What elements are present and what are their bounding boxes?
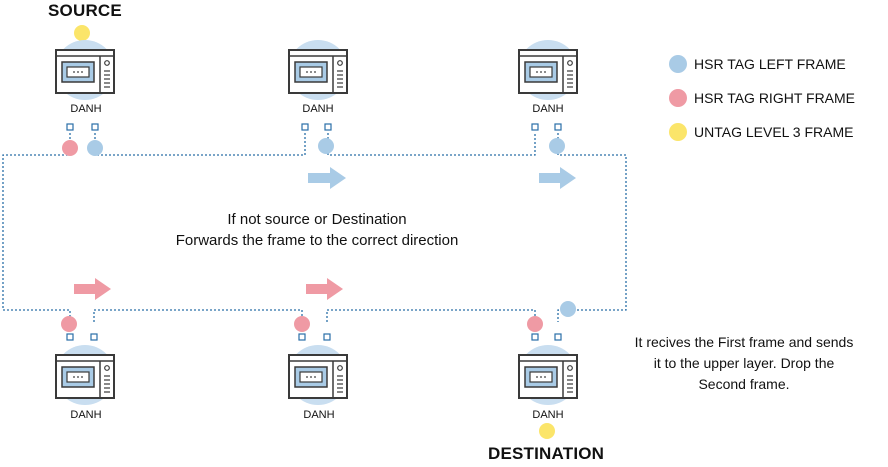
display-dot xyxy=(540,376,542,378)
danh-device-icon xyxy=(518,345,578,405)
destination-note: It recives the First frame and sends it … xyxy=(604,332,884,395)
device-label: DANH xyxy=(303,409,335,421)
left-frame-dot xyxy=(549,138,565,154)
device-label: DANH xyxy=(532,409,564,421)
right-frame-dot xyxy=(61,316,77,332)
source-title: SOURCE xyxy=(48,1,122,20)
port-top2-right xyxy=(324,123,332,131)
arrow-right-icon xyxy=(306,278,343,300)
display-dot xyxy=(81,376,83,378)
legend-left-frame-label: HSR TAG LEFT FRAME xyxy=(694,56,846,72)
danh-device-icon xyxy=(55,40,115,100)
port-top1-left xyxy=(66,123,74,131)
display-dot xyxy=(314,71,316,73)
display-dot xyxy=(77,71,79,73)
right-frame-dot xyxy=(62,140,78,156)
left-frame-dot xyxy=(87,140,103,156)
display-dot xyxy=(544,376,546,378)
ring-upper-segment xyxy=(2,133,71,322)
display-dot xyxy=(310,71,312,73)
danh-device-icon xyxy=(288,345,348,405)
port-top2-left xyxy=(301,123,309,131)
display-dot xyxy=(81,71,83,73)
ring-upper-line-3 xyxy=(557,133,627,322)
device-label: DANH xyxy=(532,103,564,115)
port-bot1-right xyxy=(90,333,98,341)
arrow-right-icon xyxy=(539,167,576,189)
danh-device-icon xyxy=(518,40,578,100)
display-dot xyxy=(536,376,538,378)
display-dot xyxy=(306,71,308,73)
port-top3-left xyxy=(531,123,539,131)
device-knob xyxy=(104,365,110,371)
device-knob xyxy=(337,60,343,66)
device-label: DANH xyxy=(70,409,102,421)
untag-frame-source-dot xyxy=(74,25,90,41)
danh-device-icon xyxy=(288,40,348,100)
port-bot1-left xyxy=(66,333,74,341)
display-dot xyxy=(306,376,308,378)
destination-title: DESTINATION xyxy=(488,444,605,463)
display-dot xyxy=(310,376,312,378)
device-knob xyxy=(337,365,343,371)
device-label: DANH xyxy=(302,103,334,115)
forwarding-note-line2: Forwards the frame to the correct direct… xyxy=(175,232,459,249)
device-knob xyxy=(567,365,573,371)
display-dot xyxy=(73,376,75,378)
legend-untag-frame-dot xyxy=(669,123,687,141)
device-label: DANH xyxy=(70,103,102,115)
legend-right-frame-dot xyxy=(669,89,687,107)
display-dot xyxy=(77,376,79,378)
right-frame-dot xyxy=(527,316,543,332)
destination-note-line2: it to the upper layer. Drop the xyxy=(653,355,835,371)
port-bot2-left xyxy=(298,333,306,341)
display-dot xyxy=(73,71,75,73)
port-bot3-right xyxy=(554,333,562,341)
ring-lower-line xyxy=(93,309,303,322)
forwarding-note: If not source or Destination Forwards th… xyxy=(107,209,527,251)
port-bot3-left xyxy=(531,333,539,341)
display-dot xyxy=(540,71,542,73)
arrow-right-icon xyxy=(308,167,346,189)
legend-left-frame-dot xyxy=(669,55,687,73)
display-dot xyxy=(314,376,316,378)
ring-lower-line-2 xyxy=(326,309,536,322)
destination-note-line1: It recives the First frame and sends xyxy=(634,334,854,350)
danh-device-icon xyxy=(55,345,115,405)
device-knob xyxy=(104,60,110,66)
untag-frame-destination-dot xyxy=(539,423,555,439)
left-frame-arrows xyxy=(308,167,576,189)
left-frame-dot xyxy=(560,301,576,317)
device-knob xyxy=(567,60,573,66)
forwarding-note-line1: If not source or Destination xyxy=(227,211,407,228)
right-frame-dot xyxy=(294,316,310,332)
port-top3-right xyxy=(554,123,562,131)
display-dot xyxy=(536,71,538,73)
port-bot2-right xyxy=(323,333,331,341)
legend-untag-frame-label: UNTAG LEVEL 3 FRAME xyxy=(694,124,854,140)
ring-upper-line-2 xyxy=(327,133,536,156)
port-top1-right xyxy=(91,123,99,131)
left-frame-dot xyxy=(318,138,334,154)
destination-note-line3: Second frame. xyxy=(698,376,790,392)
legend-right-frame-label: HSR TAG RIGHT FRAME xyxy=(694,90,856,106)
arrow-right-icon xyxy=(74,278,111,300)
right-frame-arrows xyxy=(74,278,343,300)
display-dot xyxy=(544,71,546,73)
port-squares xyxy=(66,123,562,341)
devices xyxy=(55,40,578,405)
ring-upper-line xyxy=(94,133,306,156)
